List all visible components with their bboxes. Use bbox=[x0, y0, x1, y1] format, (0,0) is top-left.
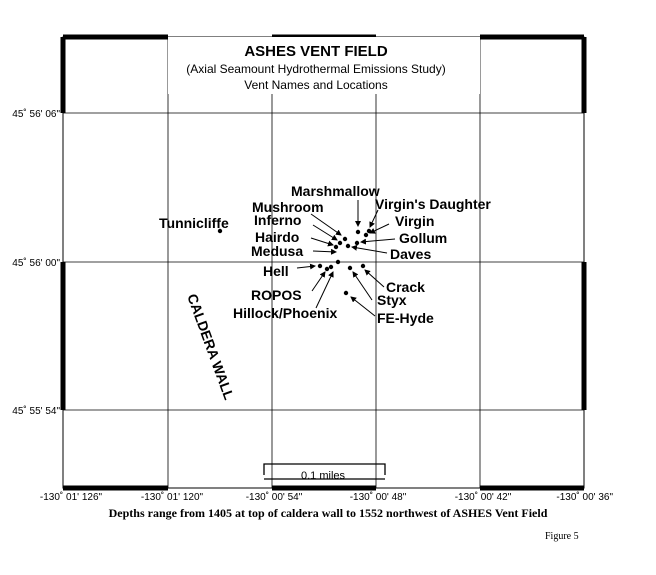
vent-label: Daves bbox=[390, 246, 431, 262]
lat-label: 45˚ 56' 06" bbox=[12, 108, 60, 120]
vent-markers bbox=[217, 228, 372, 296]
lat-label: 45˚ 55' 54" bbox=[12, 405, 60, 417]
lon-label: -130˚ 00' 36" bbox=[556, 491, 613, 503]
vent-label: Marshmallow bbox=[291, 183, 380, 199]
vent-marker bbox=[324, 266, 330, 272]
scale-bar-label: 0.1 miles bbox=[301, 470, 346, 482]
caldera-wall-label: CALDERA WALL bbox=[184, 292, 237, 403]
vent-label: Hillock/Phoenix bbox=[233, 305, 337, 321]
lon-label: -130˚ 00' 54" bbox=[246, 491, 303, 503]
vent-label: Virgin bbox=[395, 213, 434, 229]
vent-label: Mushroom bbox=[252, 199, 324, 215]
vent-marker bbox=[333, 244, 339, 250]
vent-label: Tunnicliffe bbox=[159, 215, 229, 231]
vent-label: Medusa bbox=[251, 243, 303, 259]
lon-label: -130˚ 01' 126" bbox=[40, 491, 103, 503]
lon-label: -130˚ 01' 120" bbox=[141, 491, 204, 503]
map-subtitle-2: Vent Names and Locations bbox=[244, 78, 387, 92]
vent-marker bbox=[328, 264, 334, 270]
scale-bar bbox=[263, 463, 386, 480]
figure-label: Figure 5 bbox=[545, 531, 579, 542]
map-title: ASHES VENT FIELD bbox=[244, 43, 388, 60]
vent-label: ROPOS bbox=[251, 287, 302, 303]
vent-marker bbox=[342, 236, 348, 242]
vent-label: Inferno bbox=[254, 212, 301, 228]
coordinate-grid bbox=[63, 37, 584, 488]
vent-label: Gollum bbox=[399, 230, 447, 246]
vent-label: Virgin's Daughter bbox=[375, 196, 491, 212]
vent-label: Hell bbox=[263, 263, 289, 279]
vent-marker bbox=[355, 229, 361, 235]
vent-marker bbox=[363, 232, 369, 238]
vent-marker bbox=[354, 240, 360, 246]
map-frame bbox=[62, 36, 585, 489]
depth-note: Depths range from 1405 at top of caldera… bbox=[108, 506, 548, 520]
vent-marker bbox=[217, 228, 223, 234]
vent-label: FE-Hyde bbox=[377, 310, 434, 326]
vent-marker bbox=[347, 265, 353, 271]
vent-marker bbox=[345, 243, 351, 249]
vent-label: Styx bbox=[377, 292, 407, 308]
map-subtitle: (Axial Seamount Hydrothermal Emissions S… bbox=[186, 62, 445, 76]
vent-marker bbox=[317, 263, 323, 269]
vent-marker bbox=[360, 263, 366, 269]
lon-label: -130˚ 00' 48" bbox=[350, 491, 407, 503]
title-box bbox=[168, 37, 480, 94]
vent-marker bbox=[337, 240, 343, 246]
vent-marker bbox=[343, 290, 349, 296]
vent-label: Crack bbox=[386, 279, 425, 295]
lon-label: -130˚ 00' 42" bbox=[455, 491, 512, 503]
lat-label: 45˚ 56' 00" bbox=[12, 257, 60, 269]
vent-marker bbox=[335, 259, 341, 265]
vent-label: Hairdo bbox=[255, 229, 299, 245]
map-border-ticks bbox=[60, 34, 587, 491]
leader-lines bbox=[296, 200, 396, 317]
